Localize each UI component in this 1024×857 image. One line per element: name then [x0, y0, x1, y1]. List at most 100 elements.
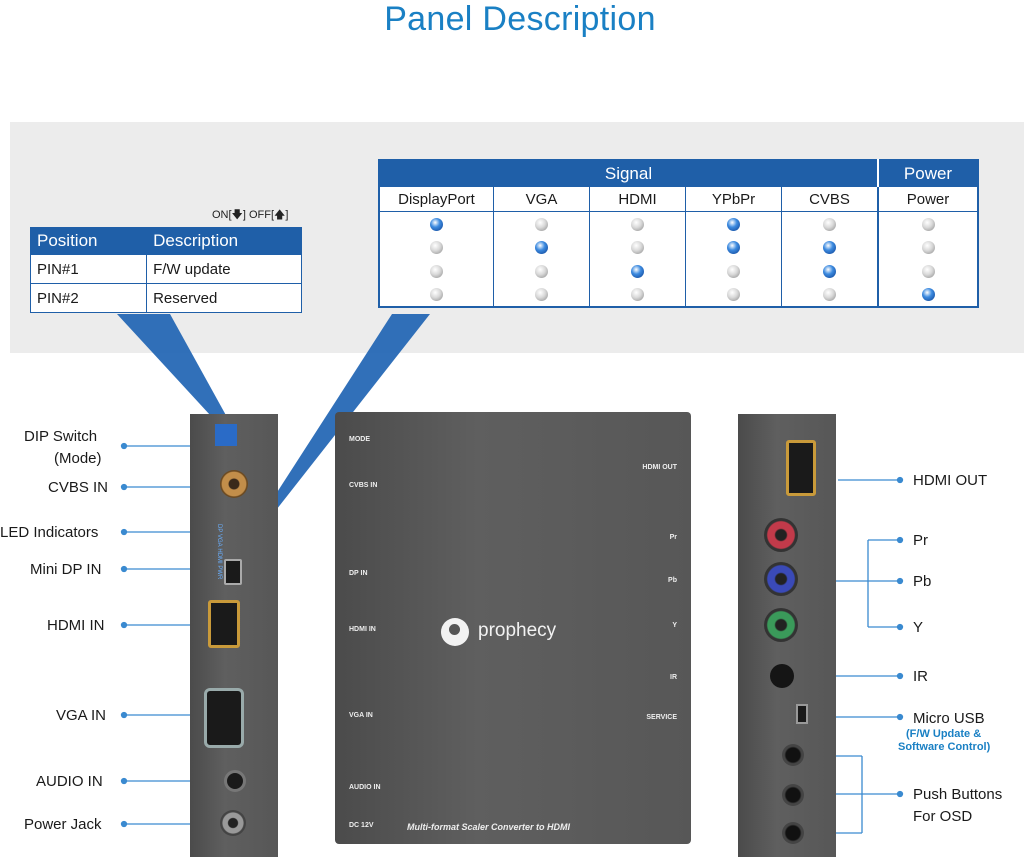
led-off-icon [921, 264, 935, 278]
led-off-icon [921, 217, 935, 231]
led-on-icon [727, 217, 740, 231]
led-cell [877, 259, 978, 283]
led-on-icon [727, 241, 740, 255]
label-hdmi-out: HDMI OUT [913, 472, 988, 489]
led-off-icon [727, 288, 740, 302]
right-side-panel [738, 414, 836, 857]
led-off-icon [823, 288, 836, 302]
desc-cell: F/W update [146, 254, 302, 284]
osd-button-1[interactable] [782, 744, 804, 766]
silk-ir: IR [670, 674, 677, 681]
silk-cvbs-in: CVBS IN [349, 482, 378, 489]
led-cell [379, 236, 494, 260]
label-vga-in: VGA IN [56, 707, 107, 724]
dip-switch[interactable] [215, 424, 237, 446]
led-cell [589, 235, 686, 259]
led-off-icon [921, 241, 935, 255]
led-cell [781, 211, 878, 236]
osd-button-3[interactable] [782, 822, 804, 844]
label-led-indicators: LED Indicators [0, 524, 99, 541]
led-cell [379, 259, 494, 283]
col-displayport: DisplayPort [379, 187, 494, 212]
col-ypbpr: YPbPr [685, 187, 782, 212]
osd-button-2[interactable] [782, 784, 804, 806]
prophecy-logo-icon [441, 618, 469, 646]
silk-pb: Pb [668, 577, 677, 584]
label-pb: Pb [913, 573, 932, 590]
led-on-icon [823, 241, 836, 255]
usb-note-line-2: Software Control) [898, 741, 991, 753]
silk-dp-in: DP IN [349, 570, 368, 577]
led-off-icon [535, 217, 548, 231]
silk-hdmi-out: HDMI OUT [642, 464, 677, 471]
signal-group-header: Signal [379, 160, 879, 187]
mini-dp-port[interactable] [224, 559, 242, 585]
led-cell [685, 211, 782, 236]
vga-in-port[interactable] [204, 688, 244, 748]
led-on-icon [430, 217, 443, 231]
led-cell [493, 259, 590, 283]
led-row [379, 259, 978, 283]
led-cell [379, 283, 494, 308]
table-row: PIN#2 Reserved [29, 283, 302, 313]
label-cvbs-in: CVBS IN [48, 479, 109, 496]
device-top-view: MODE CVBS IN DP IN HDMI IN VGA IN AUDIO … [335, 412, 691, 844]
led-on-icon [535, 241, 548, 255]
audio-in-port[interactable] [224, 770, 246, 792]
dip-position-table: Position Description PIN#1 F/W update PI… [29, 227, 302, 313]
led-off-icon [631, 288, 644, 302]
led-cell [781, 282, 878, 307]
led-cell [493, 282, 590, 307]
col-cvbs: CVBS [781, 187, 878, 212]
led-cell [685, 235, 782, 259]
silk-y: Y [672, 622, 677, 629]
led-cell [877, 235, 978, 259]
label-audio-in: AUDIO IN [36, 773, 103, 790]
power-group-header: Power [878, 160, 978, 187]
cvbs-in-port[interactable] [220, 470, 248, 498]
led-off-icon [631, 241, 644, 255]
silk-vga-in: VGA IN [349, 712, 373, 719]
hdmi-out-port[interactable] [786, 440, 816, 496]
description-header: Description [146, 227, 302, 255]
led-off-icon [823, 217, 836, 231]
label-pr: Pr [913, 532, 928, 549]
led-on-icon [823, 264, 836, 278]
led-indicators: DP VGA HDMI PWR [216, 524, 222, 580]
silk-service: SERVICE [646, 714, 677, 721]
label-hdmi-in: HDMI IN [47, 617, 105, 634]
hdmi-in-port[interactable] [208, 600, 240, 648]
led-cell [493, 211, 590, 236]
col-power: Power [877, 187, 978, 212]
silk-hdmi-in: HDMI IN [349, 626, 376, 633]
led-off-icon [535, 264, 548, 278]
led-off-icon [727, 264, 740, 278]
pb-port[interactable] [764, 562, 798, 596]
col-hdmi: HDMI [589, 187, 686, 212]
power-jack[interactable] [220, 810, 246, 836]
led-on-icon [921, 288, 935, 302]
position-header: Position [29, 227, 148, 255]
led-cell [685, 259, 782, 283]
col-vga: VGA [493, 187, 590, 212]
led-off-icon [430, 241, 443, 255]
led-off-icon [430, 288, 443, 302]
led-row [379, 211, 978, 236]
label-ir: IR [913, 668, 928, 685]
pin-cell: PIN#2 [29, 283, 148, 313]
micro-usb-port[interactable] [796, 704, 808, 724]
led-cell [781, 235, 878, 259]
desc-cell: Reserved [146, 283, 302, 313]
pr-port[interactable] [764, 518, 798, 552]
led-cell [589, 282, 686, 307]
label-power-jack: Power Jack [24, 816, 102, 833]
label-for-osd: For OSD [913, 808, 973, 825]
silk-audio-in: AUDIO IN [349, 784, 381, 791]
led-cell [877, 282, 978, 307]
table-row: PIN#1 F/W update [29, 254, 302, 284]
led-cell [589, 211, 686, 236]
y-port[interactable] [764, 608, 798, 642]
pin-cell: PIN#1 [29, 254, 148, 284]
usb-note-line-1: (F/W Update & [906, 728, 982, 740]
led-off-icon [631, 217, 644, 231]
